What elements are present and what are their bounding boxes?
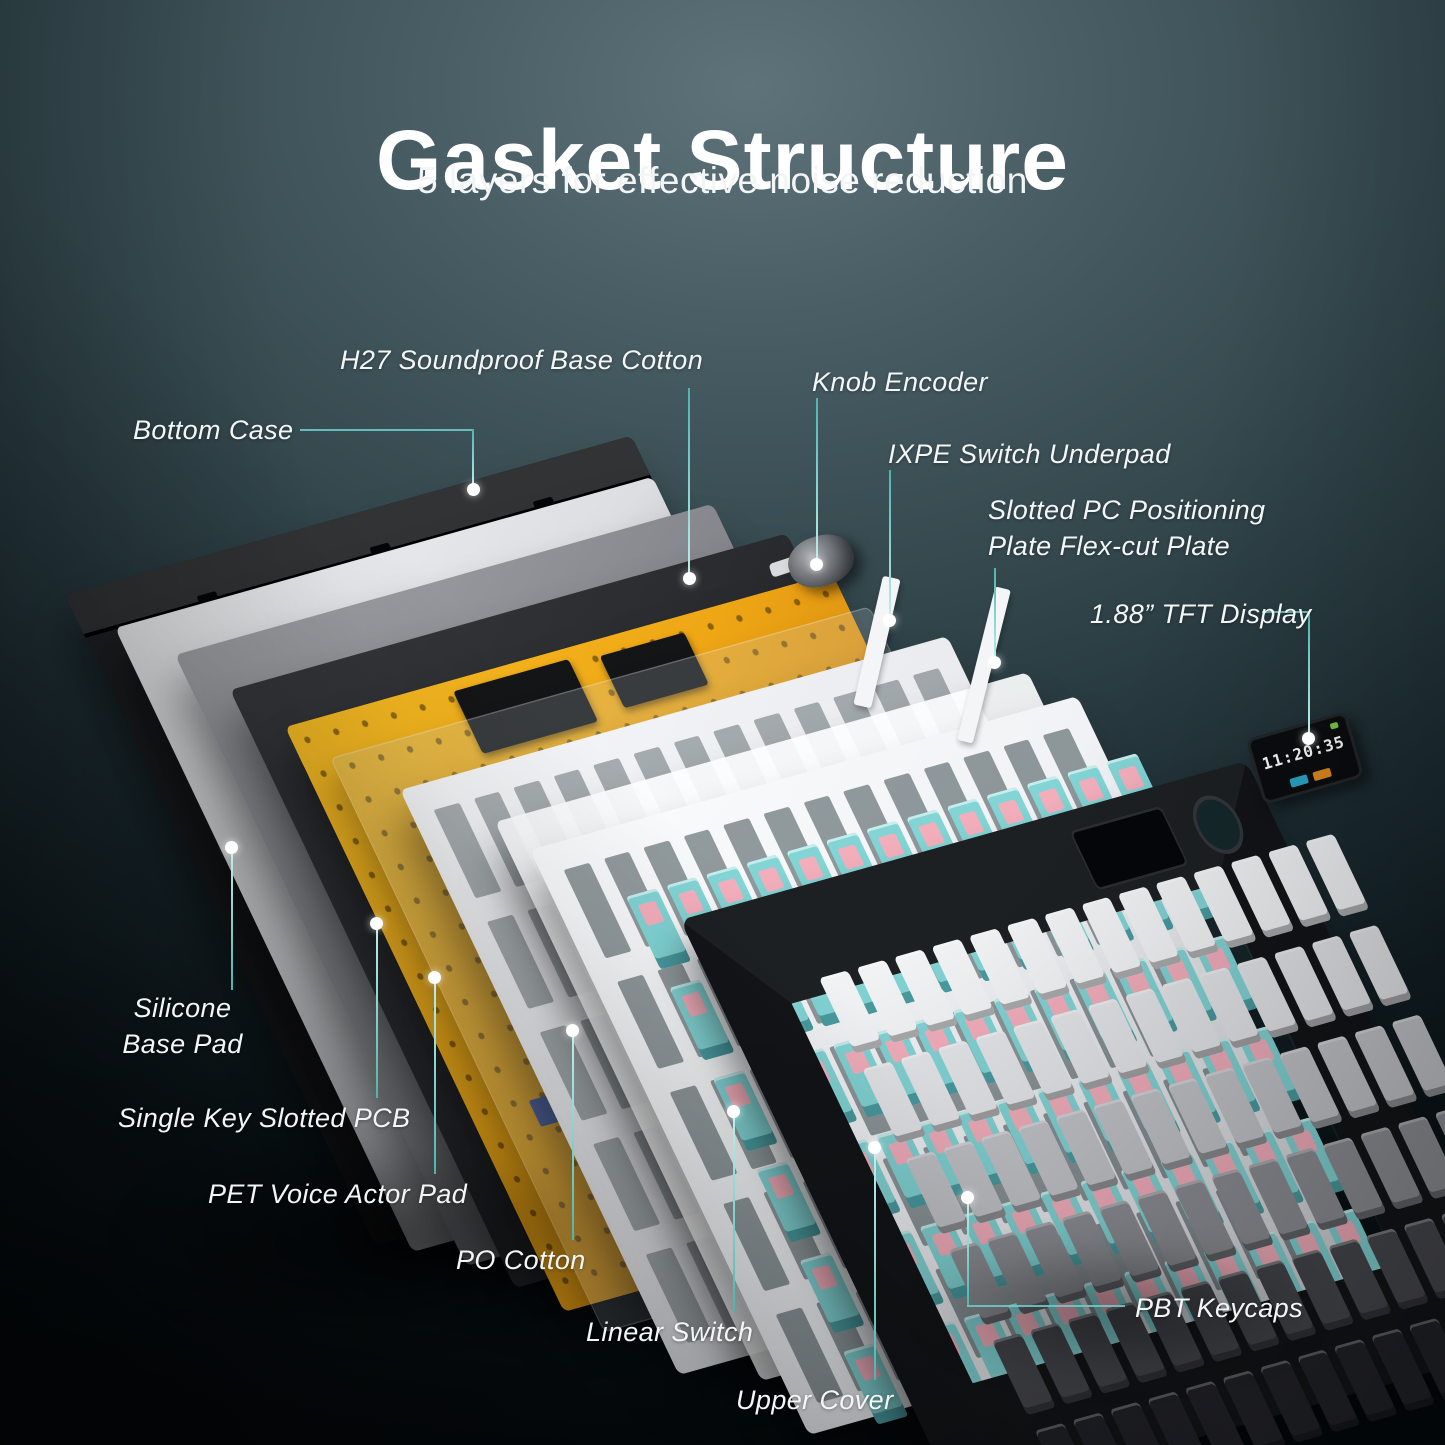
tft-status-led	[1329, 721, 1339, 730]
leader-dot-tft	[1302, 732, 1315, 745]
label-ixpe-switch-underpad: IXPE Switch Underpad	[888, 439, 1171, 469]
leader-dot-single-key-pcb	[370, 917, 383, 930]
leader-line-slotted-pc	[994, 568, 996, 660]
leader-line-h27	[688, 388, 690, 578]
label-bottom-case: Bottom Case	[133, 415, 294, 445]
label-pet-voice-actor-pad: PET Voice Actor Pad	[208, 1179, 468, 1209]
label-pbt-keycaps: PBT Keycaps	[1135, 1293, 1303, 1323]
leader-line-single-key-pcb	[376, 928, 378, 1098]
leader-dot-upper-cover	[868, 1141, 881, 1154]
leader-line-pbt-v	[967, 1202, 969, 1307]
leader-dot-ixpe	[883, 614, 896, 627]
leader-line-upper-cover	[874, 1152, 876, 1380]
leader-line-bottom-case-h	[300, 429, 474, 431]
leader-dot-h27	[683, 572, 696, 585]
tft-widget-icon	[1289, 774, 1310, 788]
label-silicone-line1: Silicone	[133, 993, 232, 1023]
label-tft-display: 1.88” TFT Display	[1090, 599, 1312, 629]
leader-line-linear-switch	[733, 1116, 735, 1312]
leader-line-bottom-case-v	[472, 429, 474, 487]
label-slotted-pc-line1: Slotted PC Positioning	[988, 495, 1266, 525]
floor-shadow-front	[840, 1210, 1400, 1410]
label-single-key-slotted-pcb: Single Key Slotted PCB	[118, 1103, 411, 1133]
leader-line-tft-h	[1262, 611, 1310, 613]
page-title: Gasket Structure	[376, 113, 1069, 208]
floor-shadow	[30, 1100, 690, 1380]
leader-line-po-cotton	[572, 1035, 574, 1240]
leader-dot-bottom-case	[467, 483, 480, 496]
tft-widget-icon	[1312, 767, 1333, 782]
label-po-cotton: PO Cotton	[456, 1245, 586, 1275]
leader-dot-silicone	[225, 841, 238, 854]
leader-dot-slotted-pc	[988, 656, 1001, 669]
label-h27-soundproof-base-cotton: H27 Soundproof Base Cotton	[340, 345, 704, 375]
leader-dot-po-cotton	[566, 1024, 579, 1037]
label-silicone-base-pad: Silicone Base Pad	[110, 990, 255, 1062]
leader-dot-knob-encoder	[810, 558, 823, 571]
leader-dot-linear-switch	[727, 1105, 740, 1118]
label-silicone-line2: Base Pad	[122, 1029, 243, 1059]
label-upper-cover: Upper Cover	[736, 1385, 894, 1415]
page-subtitle: 5 layers for effective noise reduction	[417, 160, 1028, 201]
label-slotted-pc-plate: Slotted PC Positioning Plate Flex-cut Pl…	[988, 492, 1265, 564]
leader-dot-pbt-keycaps	[961, 1191, 974, 1204]
label-knob-encoder: Knob Encoder	[812, 367, 988, 397]
label-slotted-pc-line2: Plate Flex-cut Plate	[988, 531, 1231, 561]
tft-display: 11:20:35	[1245, 710, 1365, 806]
leader-line-ixpe	[889, 470, 891, 618]
leader-line-pet-pad	[434, 982, 436, 1174]
leader-line-pbt-h	[967, 1305, 1125, 1307]
leader-dot-pet-pad	[428, 971, 441, 984]
leader-line-silicone	[231, 852, 233, 990]
leader-line-knob-encoder	[816, 398, 818, 562]
leader-line-tft-v	[1308, 611, 1310, 736]
label-linear-switch: Linear Switch	[586, 1317, 754, 1347]
